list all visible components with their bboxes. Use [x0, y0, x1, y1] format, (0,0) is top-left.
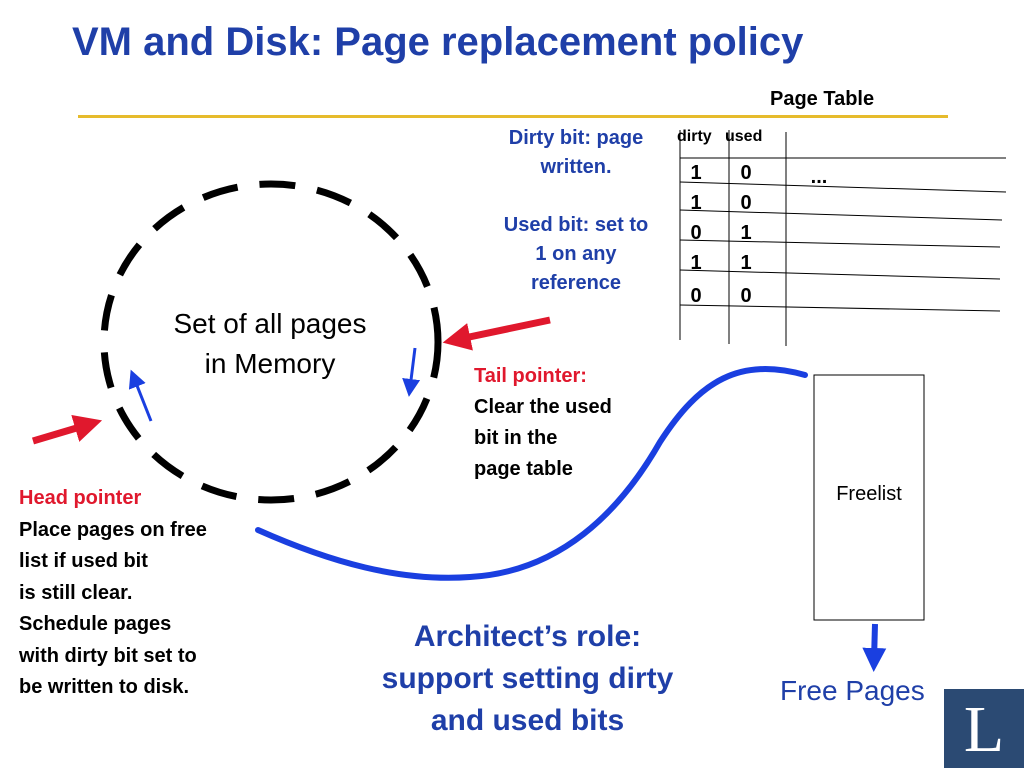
table-row-4-used: 1	[740, 252, 752, 274]
title-underline	[78, 115, 948, 118]
table-row-5-dirty: 0	[690, 285, 702, 307]
head-pointer-note: Head pointer Place pages on free list if…	[19, 483, 207, 704]
tail-pointer-note: Tail pointer: Clear the used bit in the …	[474, 361, 612, 485]
logo-letter: L	[963, 693, 1005, 766]
head-pointer-line-5: with dirty bit set to	[19, 644, 197, 667]
table-row-1-dirty: 1	[690, 162, 702, 184]
used-bit-note-line-3: reference	[530, 272, 622, 294]
head-pointer-arrow	[31, 414, 103, 445]
architect-role-line-3: and used bits	[430, 704, 625, 737]
freelist-label: Freelist	[836, 483, 902, 505]
tail-pointer-line-2: bit in the	[474, 427, 558, 449]
head-to-freelist-curve	[255, 366, 808, 581]
dirty-bit-note-line-2: written.	[540, 156, 612, 178]
used-column-header: used	[725, 128, 763, 145]
used-bit-note-line-2: 1 on any	[535, 243, 617, 265]
tail-pointer-arrow	[442, 316, 551, 351]
used-bit-note: Used bit: set to 1 on any reference	[486, 211, 666, 298]
head-pointer-line-4: Schedule pages	[19, 613, 172, 635]
head-pointer-line-6: be written to disk.	[19, 676, 190, 698]
table-row-1-used: 0	[740, 162, 752, 184]
slide-title: VM and Disk: Page replacement policy	[72, 20, 804, 64]
page-table-grid	[679, 130, 1007, 346]
head-pointer-heading: Head pointer	[19, 487, 142, 509]
table-row-2-used: 0	[740, 192, 752, 214]
architect-role-line-2: support setting dirty	[381, 662, 674, 695]
page-table-heading: Page Table	[770, 88, 875, 110]
university-logo: L	[944, 689, 1024, 768]
architect-role-note: Architect’s role: support setting dirty …	[340, 616, 715, 742]
used-bit-note-line-1: Used bit: set to	[503, 214, 649, 236]
table-row-3-used: 1	[740, 222, 752, 244]
tail-pointer-line-3: page table	[474, 458, 573, 480]
table-row-5-used: 0	[740, 285, 752, 307]
memory-circle	[100, 180, 442, 504]
free-pages-label: Free Pages	[780, 675, 925, 706]
freelist-box	[813, 374, 925, 621]
table-row-4-dirty: 1	[690, 252, 702, 274]
table-row-2-dirty: 1	[690, 192, 702, 214]
circle-direction-arrow-right	[402, 347, 421, 397]
free-pages-arrow	[862, 623, 887, 672]
table-row-3-dirty: 0	[690, 222, 702, 244]
memory-set-label-line-2: in Memory	[204, 348, 336, 379]
dirty-bit-note: Dirty bit: page written.	[486, 124, 666, 182]
dirty-bit-note-line-1: Dirty bit: page	[508, 127, 644, 149]
memory-set-label: Set of all pages in Memory	[130, 304, 410, 384]
circle-direction-arrow-left	[128, 369, 153, 422]
tail-pointer-heading: Tail pointer:	[474, 365, 587, 387]
architect-role-line-1: Architect’s role:	[413, 620, 642, 653]
dirty-column-header: dirty	[677, 128, 712, 145]
head-pointer-line-2: list if used bit	[19, 550, 148, 572]
tail-pointer-line-1: Clear the used	[474, 396, 612, 418]
memory-set-label-line-1: Set of all pages	[173, 308, 367, 339]
head-pointer-line-3: is still clear.	[19, 581, 133, 604]
head-pointer-line-1: Place pages on free	[19, 518, 207, 541]
table-ellipsis: ...	[810, 166, 828, 188]
